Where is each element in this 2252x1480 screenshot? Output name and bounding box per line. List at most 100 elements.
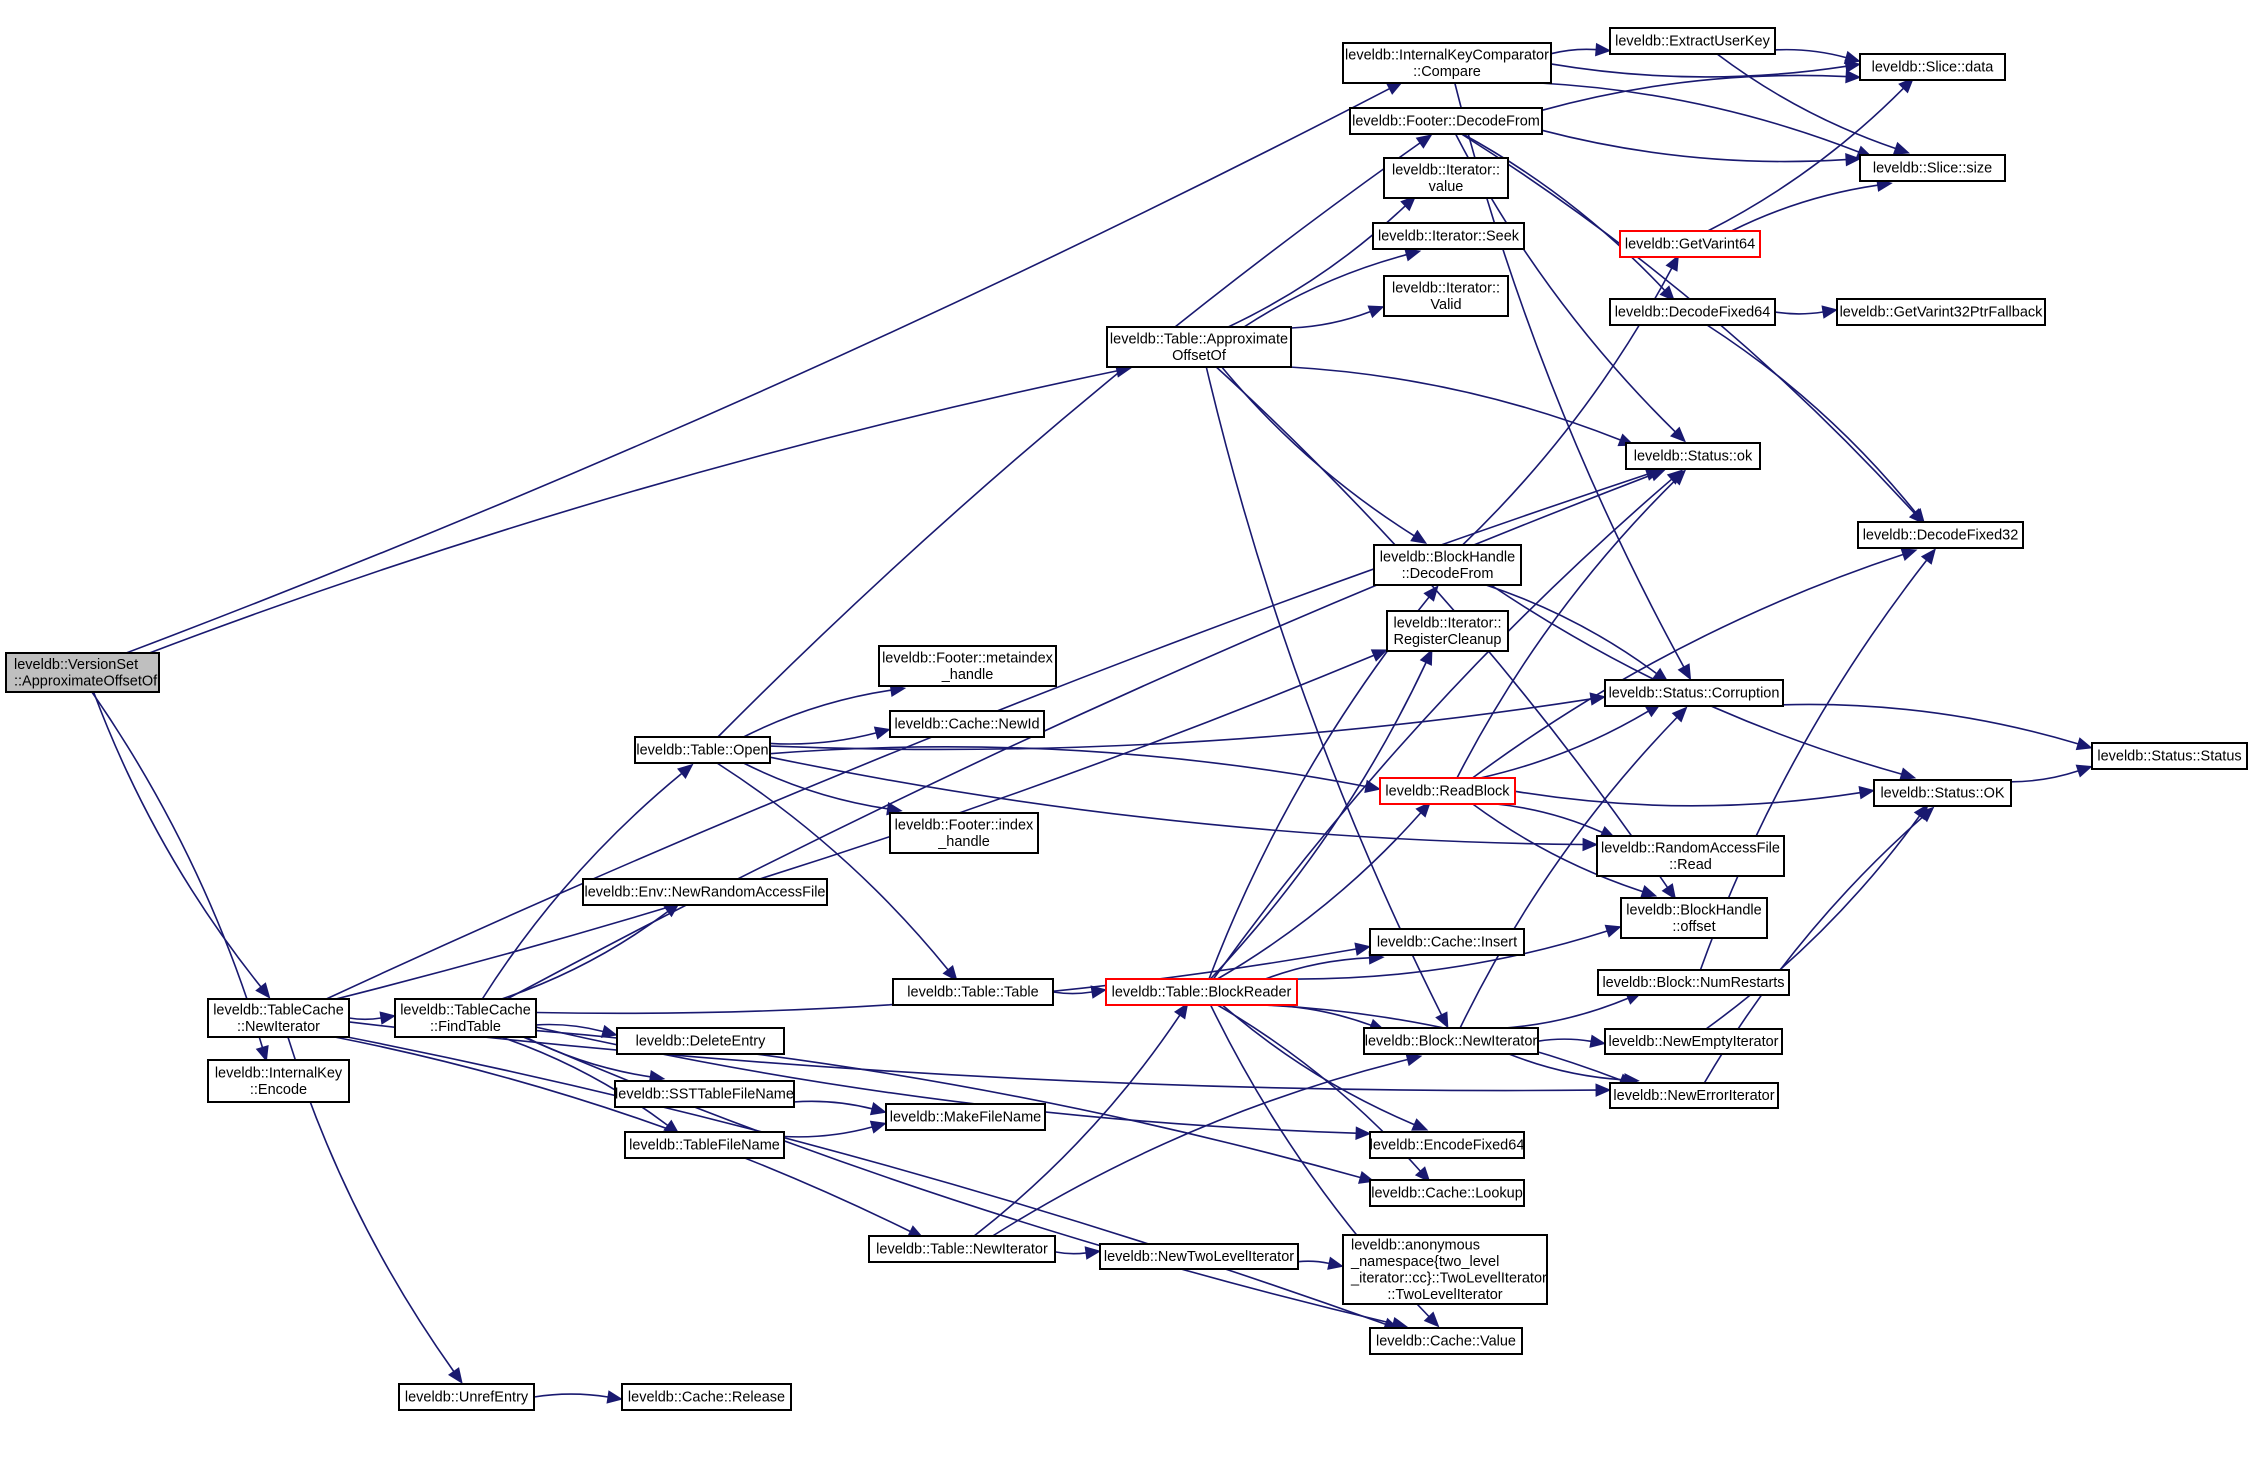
edge-readblock-to-blockhandle_offset [1472,803,1643,893]
node-label: leveldb::Status::ok [1634,449,1753,465]
node-box [878,645,1057,687]
node-footer-index[interactable]: leveldb::Footer::index_handle [889,812,1039,854]
node-box [5,652,160,693]
node-status-OK[interactable]: leveldb::Status::OK [1873,779,2012,807]
arrowhead-icon [1411,1118,1429,1131]
node-iter-valid[interactable]: leveldb::Iterator::Valid [1383,275,1509,317]
node-table-newiter[interactable]: leveldb::Table::NewIterator [868,1235,1056,1263]
edge-table_blockreader-to-blockhandle_offset [1287,930,1608,980]
node-label: leveldb::Iterator::Seek [1378,229,1520,245]
node-box [1105,978,1298,1006]
node-box [1596,835,1785,877]
node-blockhandle-offset[interactable]: leveldb::BlockHandle::offset [1620,897,1768,939]
arrowhead-icon [1090,985,1108,999]
node-label: leveldb::DeleteEntry [636,1034,767,1050]
node-cache-newid[interactable]: leveldb::Cache::NewId [889,710,1045,738]
node-newerroriter[interactable]: leveldb::NewErrorIterator [1609,1082,1779,1109]
edge-decodefixed64-to-decodefixed32 [1706,324,1917,514]
node-iter-registercleanup[interactable]: leveldb::Iterator::RegisterCleanup [1386,610,1509,652]
node-env-newraf[interactable]: leveldb::Env::NewRandomAccessFile [582,878,828,906]
node-table-open[interactable]: leveldb::Table::Open [634,736,771,764]
arrowhead-icon [1892,141,1911,155]
node-label: leveldb::TableFileName [629,1138,780,1154]
node-versionset-approx[interactable]: leveldb::VersionSet::ApproximateOffsetOf [5,652,160,693]
arrowhead-icon [1589,1034,1607,1048]
node-footer-decodefrom[interactable]: leveldb::Footer::DecodeFrom [1349,107,1543,135]
node-tablecache-newiter[interactable]: leveldb::TableCache::NewIterator [207,998,350,1038]
node-box [1342,42,1552,84]
node-box [889,812,1039,854]
arrowhead-icon [1843,50,1861,64]
node-box [2091,742,2248,770]
node-raf-read[interactable]: leveldb::RandomAccessFile::Read [1596,835,1785,877]
node-box [1597,969,1790,996]
node-box [892,978,1054,1006]
arrowhead-icon [1595,42,1612,57]
edge-status_OK-to-status_status [2010,770,2079,783]
node-label: leveldb::Status::Status [2097,749,2241,765]
node-box [1620,897,1768,939]
node-box [207,998,350,1038]
edge-extractuserkey-to-slice_size [1716,53,1896,150]
arrowhead-icon [1414,1166,1431,1183]
node-twoleveliter[interactable]: leveldb::anonymous_namespace{two_level_i… [1342,1234,1548,1305]
arrowhead-icon [1423,1311,1440,1328]
arrowhead-icon [869,1102,887,1116]
node-cache-insert[interactable]: leveldb::Cache::Insert [1369,928,1525,956]
node-iter-value[interactable]: leveldb::Iterator::value [1383,157,1509,199]
node-status-ok-lower[interactable]: leveldb::Status::ok [1625,442,1761,470]
node-readblock[interactable]: leveldb::ReadBlock [1379,777,1516,805]
node-block-newiter[interactable]: leveldb::Block::NewIterator [1363,1027,1539,1055]
node-makefilename[interactable]: leveldb::MakeFileName [885,1103,1046,1131]
edge-tablecache_findtable-to-table_open [481,772,683,1000]
node-internalkey-encode[interactable]: leveldb::InternalKey::Encode [207,1059,350,1103]
node-table-blockreader[interactable]: leveldb::Table::BlockReader [1105,978,1298,1006]
node-box [1349,107,1543,135]
node-footer-metaindex[interactable]: leveldb::Footer::metaindex_handle [878,645,1057,687]
node-label: leveldb::GetVarint64 [1625,237,1755,253]
node-status-status[interactable]: leveldb::Status::Status [2091,742,2248,770]
edge-table_open-to-raf_read [769,756,1584,846]
node-tablefilename[interactable]: leveldb::TableFileName [624,1131,785,1159]
edge-versionset_approx-to-internalkey_encode [91,691,264,1048]
node-cache-release[interactable]: leveldb::Cache::Release [621,1383,792,1411]
node-label: leveldb::ReadBlock [1385,784,1510,800]
node-encodefixed64[interactable]: leveldb::EncodeFixed64 [1369,1131,1525,1159]
node-box [1619,230,1761,258]
node-extractuserkey[interactable]: leveldb::ExtractUserKey [1609,27,1776,55]
node-label: leveldb::Iterator:: [1394,615,1502,631]
node-label: leveldb::Cache::Release [628,1390,785,1406]
node-label: leveldb::DecodeFixed32 [1863,528,2019,544]
node-label: leveldb::DecodeFixed64 [1615,305,1771,321]
node-cache-value[interactable]: leveldb::Cache::Value [1369,1327,1523,1355]
node-getvarint64[interactable]: leveldb::GetVarint64 [1619,230,1761,258]
node-blockhandle-decodefrom[interactable]: leveldb::BlockHandle::DecodeFrom [1373,544,1522,586]
node-label: ::NewIterator [237,1019,320,1035]
arrowhead-icon [869,1120,887,1134]
node-status-corruption[interactable]: leveldb::Status::Corruption [1604,679,1784,707]
node-ssttablefilename[interactable]: leveldb::SSTTableFileName [614,1080,795,1108]
node-deleteentry[interactable]: leveldb::DeleteEntry [616,1027,785,1055]
node-label: leveldb::Table::Table [907,985,1038,1001]
node-table-table[interactable]: leveldb::Table::Table [892,978,1054,1006]
node-newtwolevel[interactable]: leveldb::NewTwoLevelIterator [1099,1243,1299,1270]
node-table-approx[interactable]: leveldb::Table::ApproximateOffsetOf [1106,326,1292,368]
node-newemptyiter[interactable]: leveldb::NewEmptyIterator [1604,1028,1783,1055]
node-decodefixed64[interactable]: leveldb::DecodeFixed64 [1609,298,1776,326]
node-box [1369,928,1525,956]
node-block-numrestarts[interactable]: leveldb::Block::NumRestarts [1597,969,1790,996]
node-unrefentry[interactable]: leveldb::UnrefEntry [398,1383,535,1411]
node-getvarint32ptrfallback[interactable]: leveldb::GetVarint32PtrFallback [1836,298,2046,326]
node-label: leveldb::InternalKeyComparator [1345,47,1549,63]
node-iter-seek[interactable]: leveldb::Iterator::Seek [1372,222,1525,250]
node-tablecache-findtable[interactable]: leveldb::TableCache::FindTable [394,998,537,1038]
node-cache-lookup[interactable]: leveldb::Cache::Lookup [1369,1179,1525,1207]
node-decodefixed32[interactable]: leveldb::DecodeFixed32 [1857,521,2024,549]
node-slice-data[interactable]: leveldb::Slice::data [1859,53,2006,81]
node-label: leveldb::VersionSet [14,657,138,673]
edge-table_approx-to-block_newiter [1205,366,1443,1016]
node-slice-size[interactable]: leveldb::Slice::size [1859,154,2006,182]
edge-readblock-to-status_ok_lower [1456,479,1676,779]
node-ikc-compare[interactable]: leveldb::InternalKeyComparator::Compare [1342,42,1552,84]
arrowhead-icon [1423,585,1439,602]
